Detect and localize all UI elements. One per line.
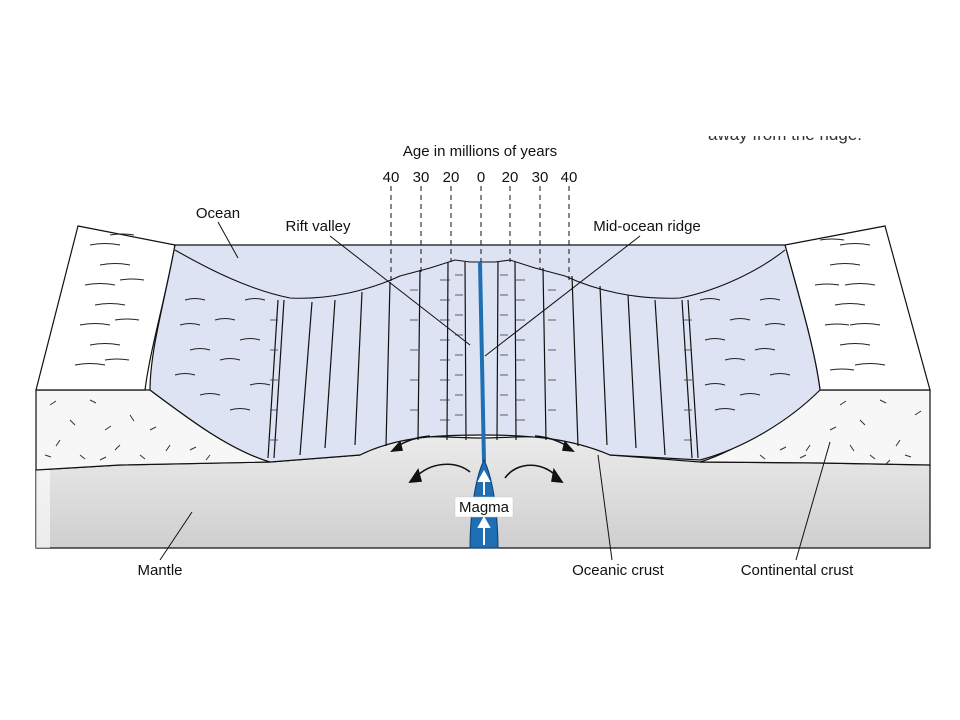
magma-upward-arrows xyxy=(477,469,491,545)
magma-label-box xyxy=(454,496,514,518)
continental-crust-texture xyxy=(44,399,922,466)
age-isochron-lines xyxy=(390,186,570,285)
seafloor-profile xyxy=(174,249,786,299)
seafloor-stripes xyxy=(267,261,699,459)
mantle-front-edge xyxy=(36,470,50,548)
ridge-hatching xyxy=(270,274,692,441)
age-tick-30-right: 30 xyxy=(532,169,549,186)
age-tick-20-left: 20 xyxy=(443,169,460,186)
age-tick-40-right: 40 xyxy=(561,169,578,186)
age-tick-20-right: 20 xyxy=(502,169,519,186)
heading-crop-mask xyxy=(690,126,920,136)
ocean-surface-strokes xyxy=(174,298,791,411)
label-mantle: Mantle xyxy=(137,562,182,579)
land-surface-strokes xyxy=(74,233,886,371)
label-mid-ocean-ridge: Mid-ocean ridge xyxy=(593,218,701,235)
age-axis-title: Age in millions of years xyxy=(403,143,557,160)
age-tick-0: 0 xyxy=(477,169,485,186)
ridge-axis xyxy=(478,261,486,463)
age-tick-30-left: 30 xyxy=(413,169,430,186)
convection-arrows xyxy=(390,435,575,483)
label-rift-valley: Rift valley xyxy=(285,218,351,235)
label-oceanic-crust: Oceanic crust xyxy=(572,562,665,579)
age-tick-40-left: 40 xyxy=(383,169,400,186)
label-magma: Magma xyxy=(459,499,510,516)
label-continental-crust: Continental crust xyxy=(741,562,854,579)
label-ocean: Ocean xyxy=(196,205,240,222)
leader-lines xyxy=(159,221,831,561)
